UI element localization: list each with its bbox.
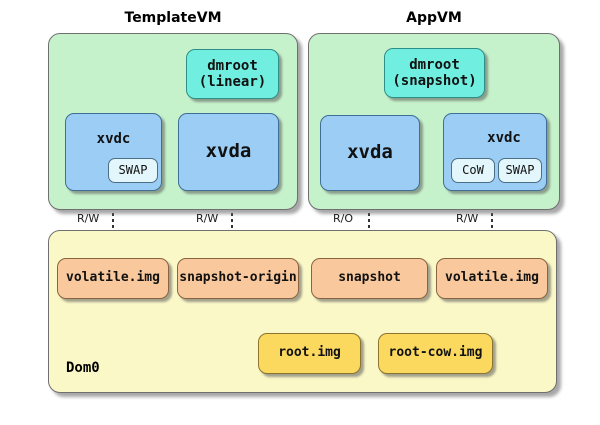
edge-label-template-xvda-rw: R/W [196,212,219,225]
template-dmroot-line2: (linear) [198,74,267,90]
dom0-label: Dom0 [66,360,100,376]
template-xvdc-swap-box[interactable]: SWAP [108,158,158,183]
app-vm-xvdc-box[interactable]: xvdc CoW SWAP [443,113,547,191]
dom0-app-volatile-label: volatile.img [445,270,539,286]
dom0-root-cow-img-box[interactable]: root-cow.img [378,333,493,374]
dom0-snapshot-box[interactable]: snapshot [311,258,428,299]
app-xvdc-swap-box[interactable]: SWAP [498,158,542,183]
app-xvda-label: xvda [347,141,393,164]
app-vm-title: AppVM [406,10,462,26]
dom0-snapshot-label: snapshot [338,270,401,286]
app-dmroot-line2: (snapshot) [392,73,477,89]
edge-label-app-xvdc-rw: R/W [456,212,479,225]
template-vm-xvdc-box[interactable]: xvdc SWAP [65,113,162,191]
template-vm-dmroot-box[interactable]: dmroot (linear) [186,49,279,99]
dom0-template-volatile-img-box[interactable]: volatile.img [57,258,169,299]
app-dmroot-line1: dmroot [409,56,460,73]
dom0-snapshot-origin-label: snapshot-origin [179,270,297,286]
template-vm-xvda-box[interactable]: xvda [178,113,279,191]
template-dmroot-line1: dmroot [207,57,258,74]
dom0-snapshot-origin-box[interactable]: snapshot-origin [177,258,299,299]
app-xvdc-cow-box[interactable]: CoW [451,158,495,183]
template-xvdc-label: xvdc [96,131,131,147]
app-vm-dmroot-box[interactable]: dmroot (snapshot) [384,48,485,98]
app-vm-xvda-box[interactable]: xvda [320,115,420,191]
template-xvda-label: xvda [205,140,252,163]
app-xvdc-label: xvdc [487,130,521,146]
edge-label-template-xvdc-rw: R/W [77,212,100,225]
dom0-root-img-box[interactable]: root.img [258,333,361,374]
dom0-root-cow-img-label: root-cow.img [388,345,483,361]
dom0-template-volatile-label: volatile.img [66,270,160,286]
edge-label-app-xvda-ro: R/O [333,212,354,225]
dom0-app-volatile-img-box[interactable]: volatile.img [436,258,548,299]
dom0-root-img-label: root.img [278,345,341,361]
template-vm-title: TemplateVM [124,10,222,26]
